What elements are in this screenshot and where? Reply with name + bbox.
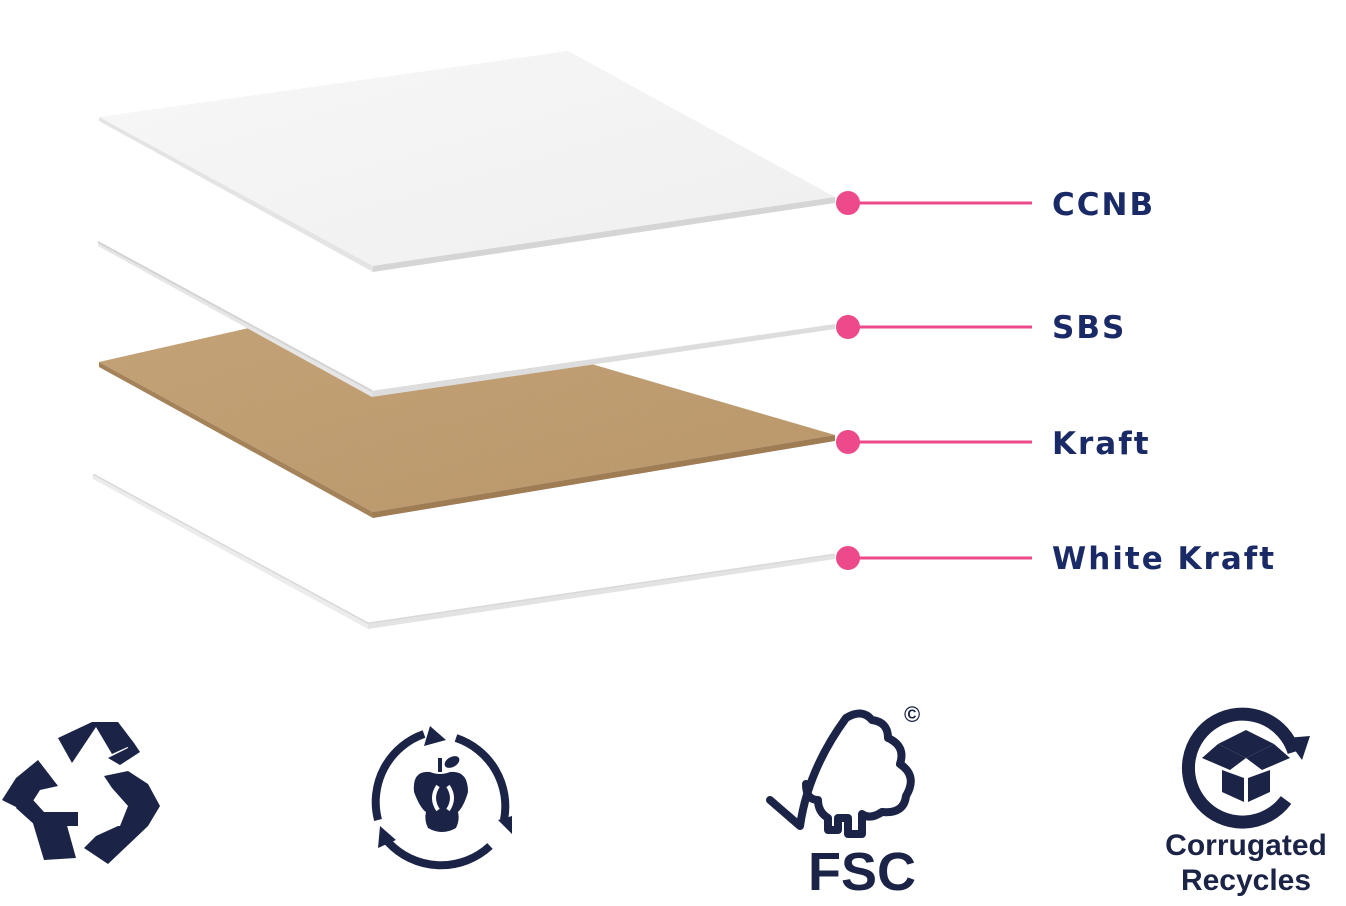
ccnb-sheet bbox=[99, 51, 835, 272]
leader-kraft bbox=[836, 430, 1032, 454]
leader-dot bbox=[836, 191, 860, 215]
fsc-text: FSC bbox=[808, 842, 916, 902]
certification-icons: FSC © Corrugated Recycles bbox=[2, 702, 1327, 902]
layer-label-white-kraft: White Kraft bbox=[1052, 541, 1277, 577]
recycle-arrows-icon bbox=[2, 722, 160, 864]
corrugated-text: Corrugated bbox=[1165, 829, 1327, 862]
compostable-apple-icon bbox=[371, 726, 512, 870]
sbs-sheet bbox=[97, 185, 835, 397]
leader-dot bbox=[836, 315, 860, 339]
leader-white-kraft bbox=[836, 546, 1032, 570]
layer-label-kraft: Kraft bbox=[1052, 426, 1151, 462]
leader-ccnb bbox=[836, 191, 1032, 215]
leader-dot bbox=[836, 430, 860, 454]
box-icon bbox=[1202, 730, 1290, 802]
recycles-text: Recycles bbox=[1181, 864, 1311, 897]
layer-label-sbs: SBS bbox=[1052, 310, 1127, 346]
layer-label-ccnb: CCNB bbox=[1052, 187, 1156, 223]
kraft-sheet bbox=[99, 300, 835, 518]
material-layers-diagram bbox=[92, 51, 1032, 629]
leader-dot bbox=[836, 546, 860, 570]
copyright-mark: © bbox=[904, 702, 920, 727]
corrugated-recycles-icon: Corrugated Recycles bbox=[1165, 707, 1327, 897]
leader-sbs bbox=[836, 315, 1032, 339]
fsc-tree-icon: FSC © bbox=[766, 702, 920, 902]
